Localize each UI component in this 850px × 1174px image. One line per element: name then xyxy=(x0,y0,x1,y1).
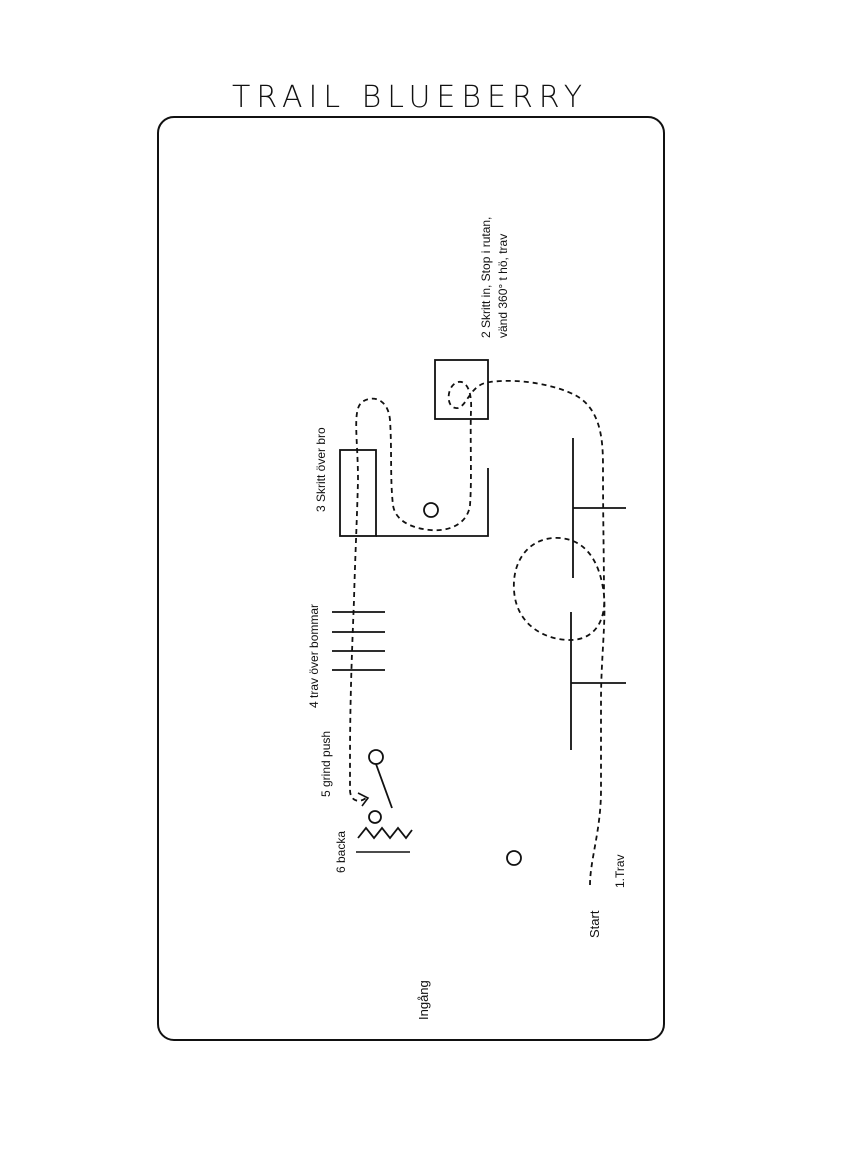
stop-box xyxy=(434,359,489,420)
gate-push-arrow xyxy=(357,792,370,807)
trot-poles xyxy=(332,611,385,671)
arena-border xyxy=(157,116,665,1041)
bridge xyxy=(339,449,377,537)
label-entrance: Ingång xyxy=(416,980,431,1020)
corral-lines xyxy=(376,468,489,537)
gate-bar xyxy=(375,763,393,809)
label-obstacle-4: 4 trav över bommar xyxy=(307,604,321,708)
fence-lines xyxy=(570,438,626,750)
label-obstacle-1: 1.Trav xyxy=(613,854,627,888)
riding-path xyxy=(349,379,606,886)
marker-cone-center xyxy=(423,502,439,518)
course-title: TRAIL BLUEBERRY xyxy=(232,80,588,115)
label-obstacle-5: 5 grind push xyxy=(319,731,333,797)
label-obstacle-2-line2: vänd 360° t hö, trav xyxy=(496,234,510,338)
backup-zigzag xyxy=(357,826,413,840)
gate-post-bottom xyxy=(368,810,382,824)
label-start: Start xyxy=(587,910,602,938)
label-obstacle-2-line1: 2 Skritt in, Stop i rutan, xyxy=(479,217,493,338)
gate-post-top xyxy=(368,749,384,765)
label-obstacle-3: 3 Skritt över bro xyxy=(314,427,328,512)
marker-cone-bottom xyxy=(506,850,522,866)
label-obstacle-6: 6 backa xyxy=(334,831,348,873)
